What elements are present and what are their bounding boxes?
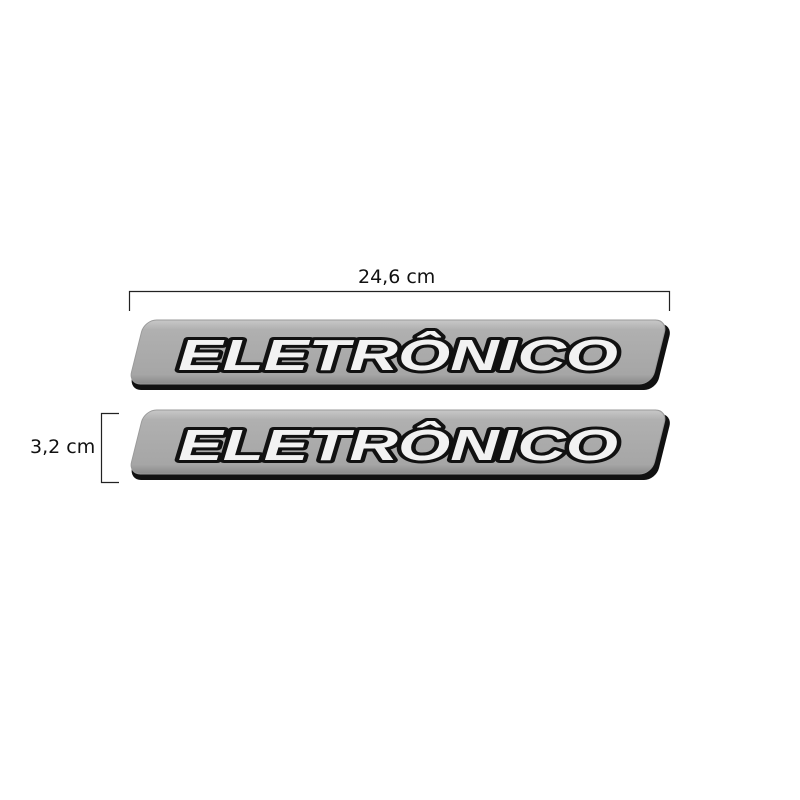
emblem-bottom: ELETRÔNICO — [130, 409, 670, 480]
emblem-text: ELETRÔNICO — [178, 329, 618, 380]
width-dimension-bracket — [128, 290, 671, 311]
emblem-top: ELETRÔNICO — [130, 319, 670, 390]
width-dimension-label: 24,6 cm — [358, 266, 436, 288]
height-dimension-label: 3,2 cm — [30, 436, 96, 458]
emblem-text: ELETRÔNICO — [178, 419, 618, 470]
height-dimension-bracket — [100, 412, 119, 484]
